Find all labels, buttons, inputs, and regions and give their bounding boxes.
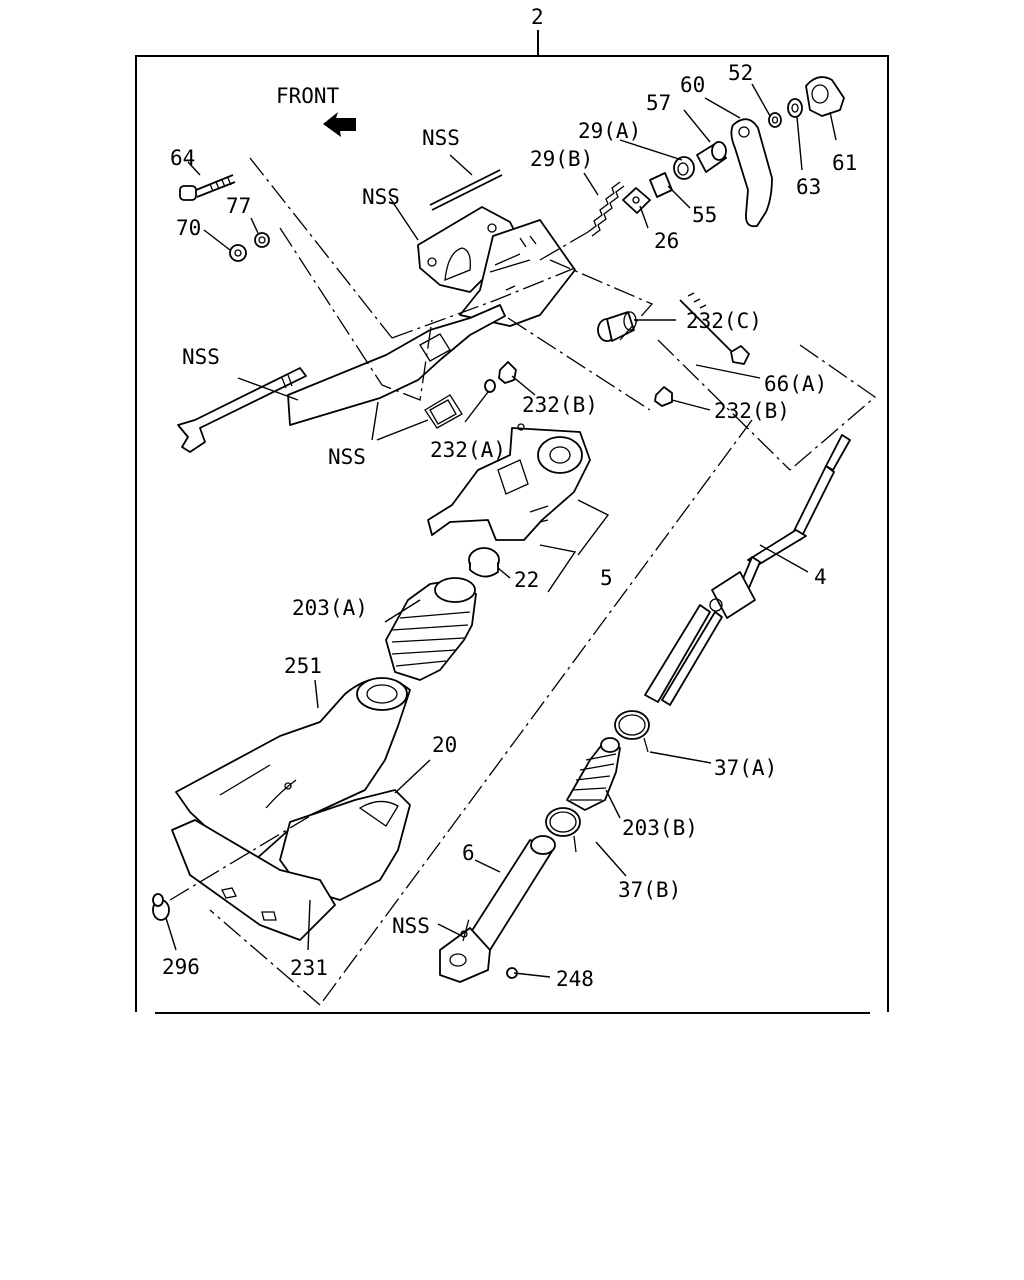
label-nss-rod: NSS [422,126,460,150]
lever-60 [730,118,773,228]
nut-232b-mid [498,361,517,384]
spring-29b [587,181,625,237]
shaft-6 [439,835,556,983]
bushing-232c [597,311,637,342]
label-nss-lower: NSS [328,445,366,469]
label-29b: 29(B) [530,147,593,171]
label-22: 22 [514,568,539,592]
label-66a: 66(A) [764,372,827,396]
part-labels: 64 77 70 NSS NSS 29(A) 29(B) 57 60 52 61… [162,61,857,991]
label-37a: 37(A) [714,756,777,780]
shaft-4 [644,434,851,706]
label-251: 251 [284,654,322,678]
left-bracket [177,367,307,453]
label-nss-left: NSS [182,345,220,369]
column-housing-5 [427,423,591,541]
label-63: 63 [796,175,821,199]
label-55: 55 [692,203,717,227]
clamp-37b [545,807,581,853]
label-29a: 29(A) [578,119,641,143]
leader-lines [165,83,837,978]
label-70: 70 [176,216,201,240]
nut-232b-right [654,386,673,407]
label-232b-mid: 232(B) [522,393,598,417]
cap-57 [696,141,727,173]
label-26: 26 [654,229,679,253]
washer-52 [768,112,782,128]
label-37b: 37(B) [618,878,681,902]
label-232c: 232(C) [686,309,762,333]
cover-251 [175,677,411,861]
label-4: 4 [814,565,827,589]
label-248: 248 [556,967,594,991]
label-231: 231 [290,956,328,980]
bushing-22 [468,547,500,578]
label-6: 6 [462,841,475,865]
nut-63 [787,98,803,118]
label-232b-right: 232(B) [714,399,790,423]
label-296: 296 [162,955,200,979]
label-60: 60 [680,73,705,97]
upper-bracket [417,206,576,327]
bushing-29a [673,156,695,180]
clip-296 [152,893,170,921]
label-203a: 203(A) [292,596,368,620]
front-label: FRONT [276,84,340,108]
nss-rod [429,169,503,211]
bracket-61 [805,76,845,117]
bolt-66a [679,292,750,365]
washer-232a [484,379,496,393]
assembly-number: 2 [531,5,544,29]
label-57: 57 [646,91,671,115]
label-77: 77 [226,194,251,218]
nut-70 [229,244,247,262]
label-64: 64 [170,146,195,170]
label-nss-bracket: NSS [362,185,400,209]
boot-203b [566,737,621,811]
label-5: 5 [600,566,613,590]
plate-26 [622,187,651,214]
label-nss-shaft: NSS [392,914,430,938]
label-232a: 232(A) [430,438,506,462]
arrow-icon [323,112,356,137]
washer-77 [254,232,270,248]
bolt-64 [179,174,236,201]
boot-231 [171,819,336,941]
mounting-plate [287,304,506,429]
clamp-37a [614,710,650,753]
label-52: 52 [728,61,753,85]
diagram-frame [135,30,889,1014]
label-20: 20 [432,733,457,757]
clip-55 [649,172,673,198]
label-61: 61 [832,151,857,175]
dashed-reference-lines [169,157,877,1006]
label-203b: 203(B) [622,816,698,840]
boot-203a [385,577,477,681]
